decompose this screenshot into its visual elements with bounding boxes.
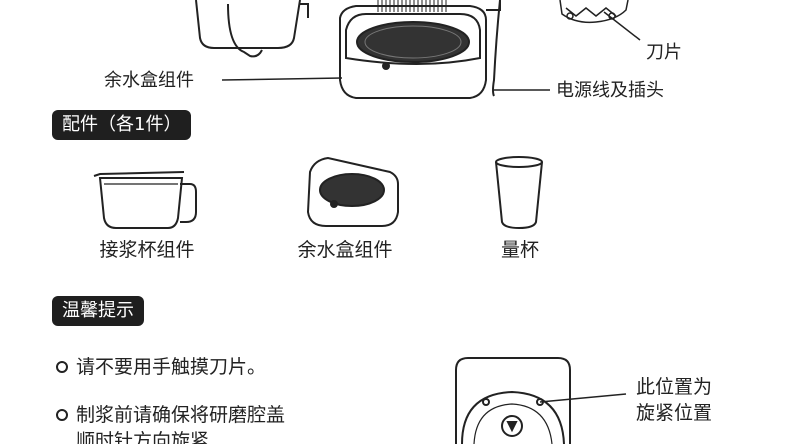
drip-tray-leader-line xyxy=(221,77,343,81)
tightening-callout-line1: 此位置为 xyxy=(636,376,713,398)
tip-text: 顺时针方向旋紧 xyxy=(76,430,210,444)
accessories-heading: 配件（各1件） xyxy=(52,110,192,140)
blade-label: 刀片 xyxy=(646,42,682,63)
power-cord-label: 电源线及插头 xyxy=(556,80,664,101)
tip-item: 请不要用手触摸刀片。 xyxy=(56,354,266,380)
tip-item: 制浆前请确保将研磨腔盖 xyxy=(56,402,285,428)
drip-tray-label: 余水盒组件 xyxy=(104,70,194,91)
tips-heading: 温馨提示 xyxy=(52,296,144,326)
accessory-caption-pitcher: 接浆杯组件 xyxy=(99,239,195,261)
tip-text: 请不要用手触摸刀片。 xyxy=(76,356,267,378)
power-cord-icon xyxy=(486,0,550,97)
tip-item-continuation: 顺时针方向旋紧 xyxy=(76,428,209,444)
bullet-circle-icon xyxy=(56,361,68,373)
bullet-circle-icon xyxy=(56,409,68,421)
blade-icon xyxy=(559,0,641,41)
top-drip-tray-icon xyxy=(339,5,487,99)
tightening-callout-line2: 旋紧位置 xyxy=(636,402,713,424)
tightening-position-illustration xyxy=(455,357,627,444)
top-grill-icon xyxy=(377,0,447,12)
top-pitcher-icon xyxy=(195,0,309,58)
measuring-cup-icon xyxy=(495,156,543,230)
drip-tray-icon xyxy=(306,156,399,227)
accessory-caption-measuring-cup: 量杯 xyxy=(500,239,539,261)
tip-text: 制浆前请确保将研磨腔盖 xyxy=(76,404,286,426)
pitcher-icon xyxy=(93,171,197,229)
accessory-caption-drip-tray: 余水盒组件 xyxy=(297,239,393,261)
